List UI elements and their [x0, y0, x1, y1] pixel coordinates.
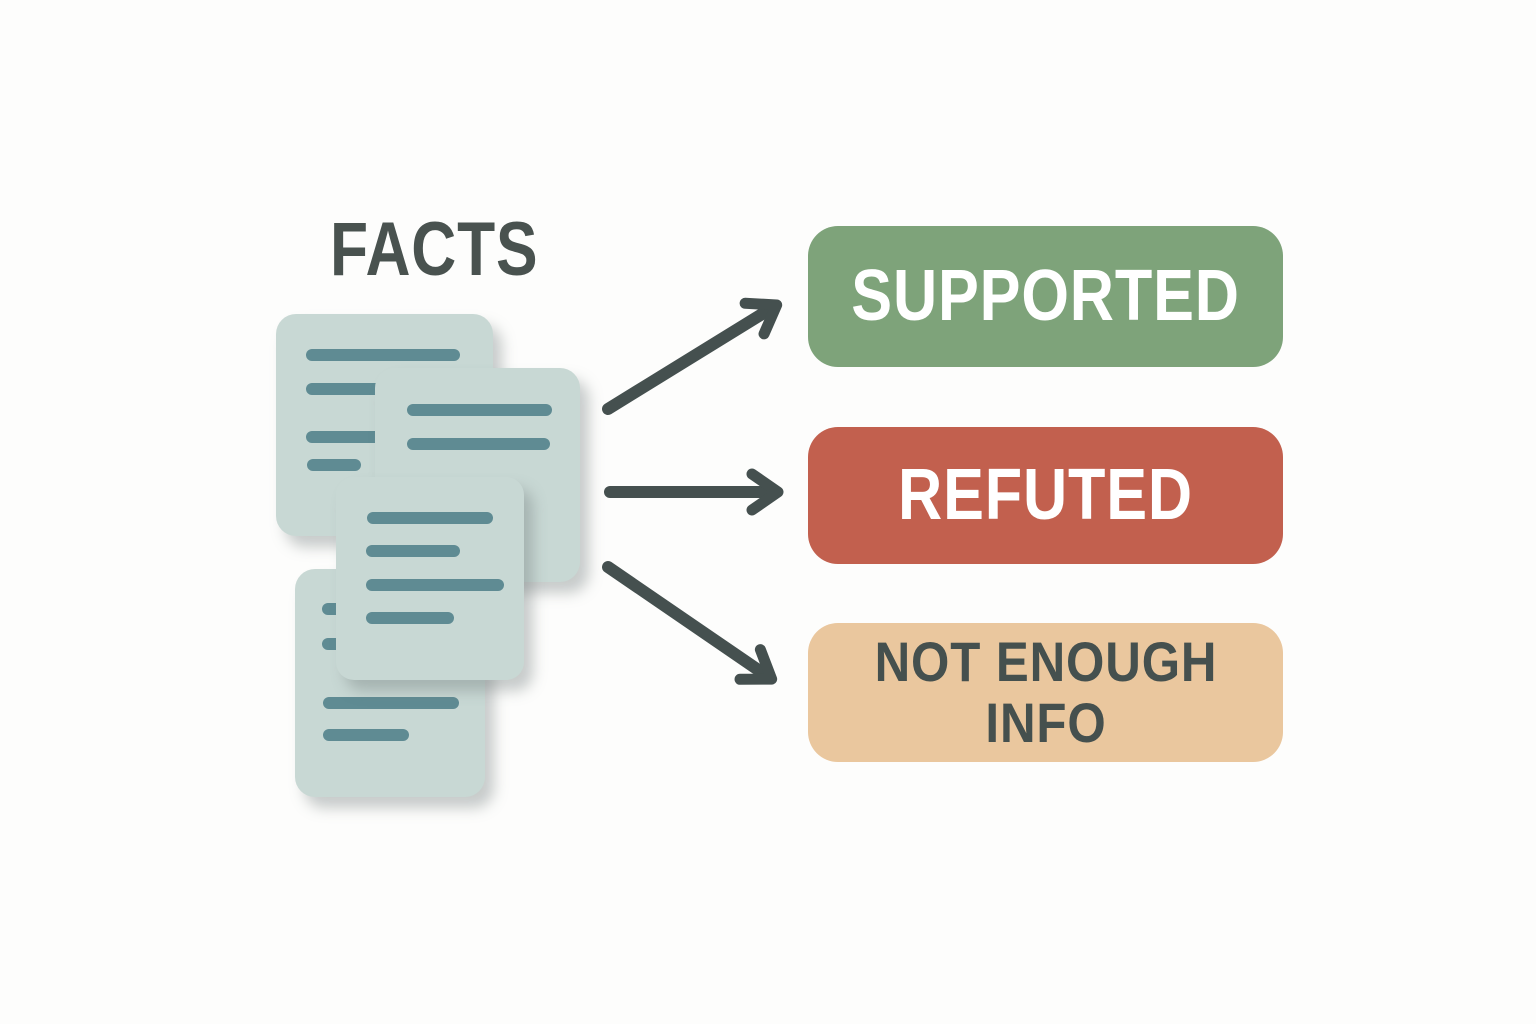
category-box-refuted: REFUTED — [808, 427, 1283, 564]
category-label-not-enough-info: NOT ENOUGH INFO — [874, 630, 1217, 754]
category-label-supported: SUPPORTED — [851, 255, 1240, 336]
document-text-line — [366, 579, 504, 591]
document-text-line — [366, 612, 454, 624]
arrow-to-not-enough-info-icon — [602, 561, 778, 685]
document-text-line — [323, 697, 459, 709]
category-box-not-enough-info: NOT ENOUGH INFO — [808, 623, 1283, 762]
document-text-line — [306, 349, 460, 361]
document-text-line — [323, 729, 409, 741]
document-text-line — [407, 438, 550, 450]
facts-title: FACTS — [330, 207, 539, 292]
document-text-line — [307, 459, 361, 471]
document-text-line — [366, 545, 460, 557]
category-box-supported: SUPPORTED — [808, 226, 1283, 367]
document-icon — [336, 477, 524, 680]
arrow-to-supported-icon — [602, 297, 783, 415]
category-label-refuted: REFUTED — [898, 454, 1193, 535]
document-text-line — [367, 512, 493, 524]
document-text-line — [407, 404, 552, 416]
